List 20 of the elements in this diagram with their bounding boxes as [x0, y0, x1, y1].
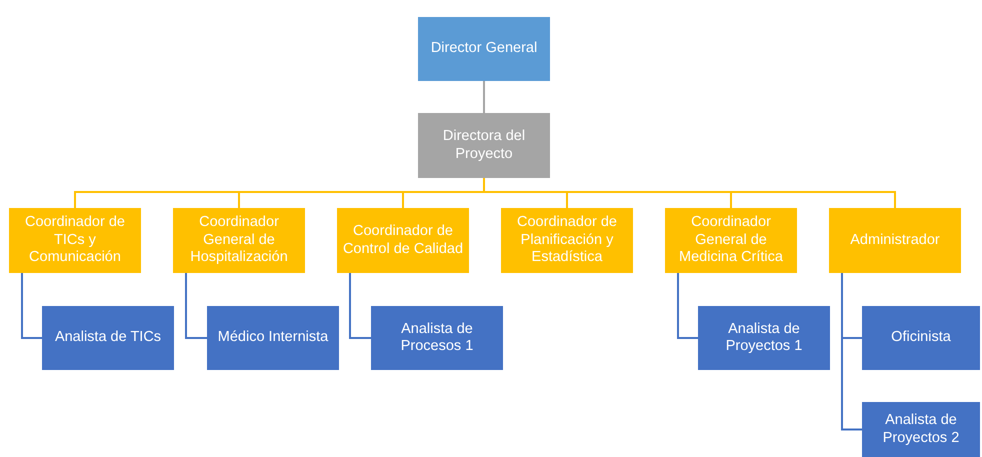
coordinator-box: Coordinador de Control de Calidad — [337, 208, 469, 273]
coordinator-box: Coordinador de Planificación y Estadística — [501, 208, 633, 273]
connector-line — [185, 273, 207, 339]
connector-line — [21, 273, 42, 339]
staff-box: Analista de TICs — [42, 306, 174, 370]
coordinator-box: Coordinador General de Medicina Crítica — [665, 208, 797, 273]
connector-line — [483, 81, 485, 113]
director-box: Director General — [418, 17, 550, 81]
coordinator-box: Coordinador General de Hospitalización — [173, 208, 305, 273]
staff-box: Analista de Proyectos 2 — [862, 402, 980, 457]
connector-line — [677, 273, 698, 339]
staff-box: Analista de Proyectos 1 — [698, 306, 830, 370]
connector-line — [349, 273, 371, 339]
staff-box: Analista de Procesos 1 — [371, 306, 503, 370]
coordinator-box: Administrador — [829, 208, 961, 273]
coordinator-box: Coordinador de TICs y Comunicación — [9, 208, 141, 273]
project-director-box: Directora del Proyecto — [418, 113, 550, 178]
connector-line — [841, 273, 862, 430]
staff-box: Oficinista — [862, 306, 980, 370]
staff-box: Médico Internista — [207, 306, 339, 370]
